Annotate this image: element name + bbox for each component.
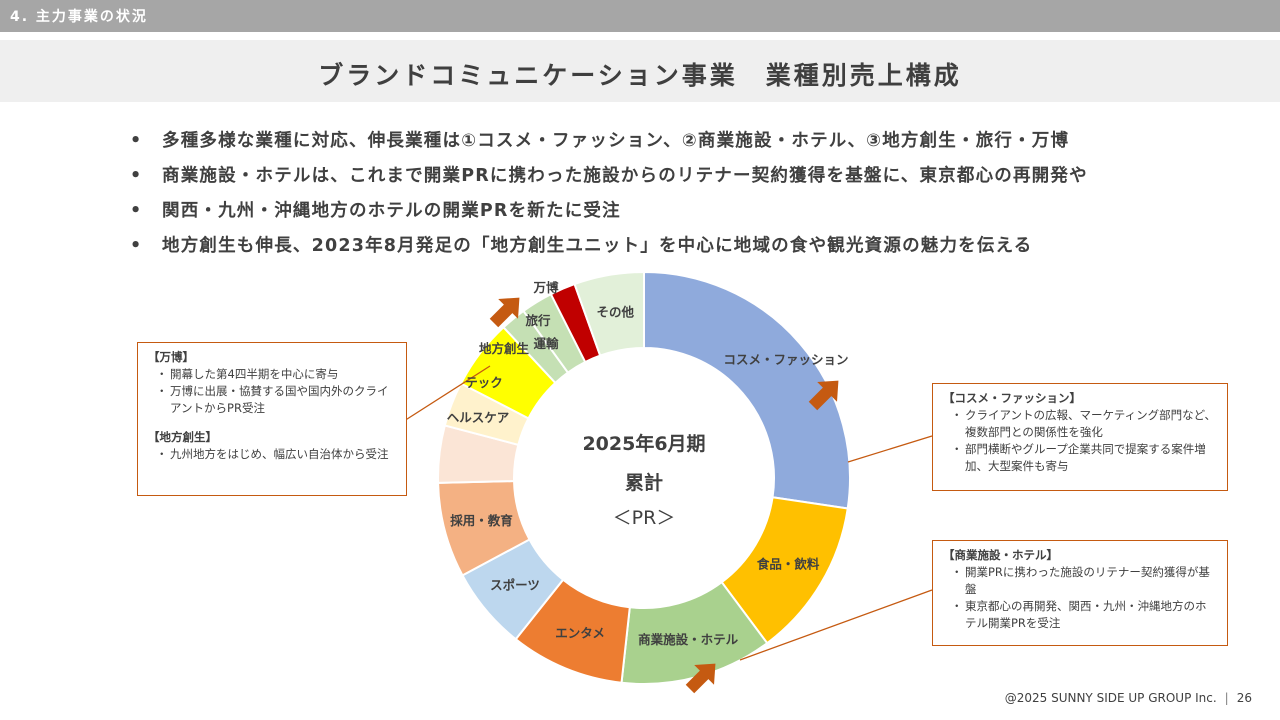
donut-label-スポーツ: スポーツ (490, 578, 540, 593)
connector-line-hotel (739, 589, 933, 661)
page-title: ブランドコミュニケーション事業 業種別売上構成 (318, 61, 962, 90)
donut-slice-コスメ-ファッション (643, 270, 851, 510)
callout-commercial-hotel: 【商業施設・ホテル】 開業PRに携わった施設のリテナー契約獲得が基盤 東京都心の… (932, 540, 1228, 646)
donut-label-テック: テック (465, 375, 503, 390)
bullet-item-continuation: 関西・九州・沖縄地方のホテルの開業PRを新たに受注 (130, 194, 1240, 229)
growth-arrow-cosme-icon (808, 380, 839, 411)
callout-item: 開業PRに携わった施設のリテナー契約獲得が基盤 (943, 564, 1217, 598)
center-text-line1: 2025年6月期 (582, 432, 705, 455)
connector-line-cosme (847, 435, 933, 463)
donut-label-採用-教育: 採用・教育 (450, 513, 513, 528)
bullet-list: 多種多様な業種に対応、伸長業種は①コスメ・ファッション、②商業施設・ホテル、③地… (130, 124, 1240, 264)
bullet-item: 地方創生も伸長、2023年8月発足の「地方創生ユニット」を中心に地域の食や観光資… (130, 229, 1240, 264)
growth-arrow-regional-icon (489, 297, 520, 328)
callout-item: 部門横断やグループ企業共同で提案する案件増加、大型案件も寄与 (943, 441, 1217, 475)
callout-heading: 【コスメ・ファッション】 (943, 391, 1081, 405)
callout-heading: 【万博】 (148, 350, 194, 364)
callout-cosme-fashion: 【コスメ・ファッション】 クライアントの広報、マーケティング部門など、 複数部門… (932, 383, 1228, 491)
callout-item: 東京都心の再開発、関西・九州・沖縄地方のホテル開業PRを受注 (943, 598, 1217, 632)
top-bar: 4. 主力事業の状況 (0, 0, 1280, 32)
connector-line-left (403, 365, 491, 422)
donut-label-食品-飲料: 食品・飲料 (756, 556, 820, 571)
callout-item: クライアントの広報、マーケティング部門など、 複数部門との関係性を強化 (943, 407, 1217, 441)
donut-label-コスメ-ファッション: コスメ・ファッション (723, 352, 848, 367)
growth-arrow-hotel-icon (685, 663, 716, 694)
donut-label-万博: 万博 (532, 280, 559, 295)
center-text-line3: ＜PR＞ (613, 507, 676, 529)
donut-label-商業施設-ホテル: 商業施設・ホテル (638, 632, 739, 647)
donut-label-エンタメ: エンタメ (555, 625, 605, 640)
bullet-item: 商業施設・ホテルは、これまで開業PRに携わった施設からのリテナー契約獲得を基盤に… (130, 159, 1240, 194)
callout-heading: 【商業施設・ホテル】 (943, 548, 1058, 562)
page-number: 26 (1236, 691, 1252, 705)
callout-item: 開幕した第4四半期を中心に寄与 (148, 366, 396, 383)
donut-label-地方創生: 地方創生 (479, 341, 530, 356)
donut-label-その他: その他 (597, 304, 635, 319)
callout-item: 万博に出展・協賛する国や国内外のクライアントからPR受注 (148, 383, 396, 417)
bullet-item: 多種多様な業種に対応、伸長業種は①コスメ・ファッション、②商業施設・ホテル、③地… (130, 124, 1240, 159)
donut-label-ヘルスケア: ヘルスケア (447, 410, 510, 425)
footer: @2025 SUNNY SIDE UP GROUP Inc.|26 (1004, 691, 1252, 705)
section-label: 4. 主力事業の状況 (10, 9, 148, 25)
donut-label-運輸: 運輸 (533, 336, 559, 351)
callout-item: 九州地方をはじめ、幅広い自治体から受注 (148, 446, 396, 463)
donut-slice-その他 (573, 270, 645, 357)
chart-center-label: 2025年6月期 累計 ＜PR＞ (582, 432, 705, 529)
callout-expo-regional: 【万博】 開幕した第4四半期を中心に寄与 万博に出展・協賛する国や国内外のクライ… (137, 342, 407, 496)
donut-label-旅行: 旅行 (524, 313, 551, 328)
center-text-line2: 累計 (625, 471, 663, 494)
copyright: @2025 SUNNY SIDE UP GROUP Inc. (1004, 691, 1217, 705)
title-band: ブランドコミュニケーション事業 業種別売上構成 (0, 40, 1280, 102)
callout-heading: 【地方創生】 (148, 430, 217, 444)
